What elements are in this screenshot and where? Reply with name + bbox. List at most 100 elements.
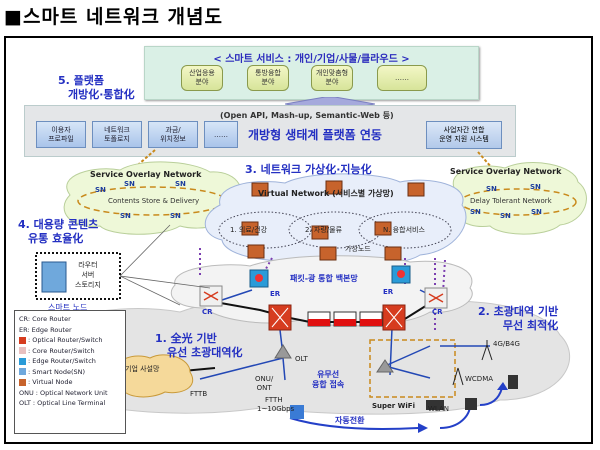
- backbone-label: 패킷-광 통합 백본망: [290, 274, 358, 283]
- 4g-label: 4G/B4G: [493, 340, 520, 348]
- er-label: ER: [270, 290, 281, 298]
- sn-badge: SN: [170, 212, 181, 220]
- sn-badge: SN: [124, 180, 135, 188]
- olt-icon: [274, 344, 292, 359]
- slice-label: N. 융합서비스: [383, 226, 425, 234]
- wlan-label: WLAN: [428, 405, 450, 413]
- phone-icon: [465, 398, 477, 410]
- optical-link-block: [307, 311, 383, 327]
- sn-badge: SN: [530, 183, 541, 191]
- overlay-right-title: Service Overlay Network: [450, 167, 562, 176]
- sn-badge: SN: [120, 212, 131, 220]
- smart-services-title: < 스마트 서비스 : 개인/기업/사물/클라우드 >: [213, 54, 410, 65]
- edge-router-icon: [391, 265, 411, 284]
- legend-item: : Edge Router/Switch: [19, 356, 121, 367]
- federation-support-system: 사업자간 연합 운영 지원 시스템: [426, 121, 502, 149]
- wireless-heading: 2. 초광대역 기반 무선 최적化: [478, 305, 558, 333]
- er-label: ER: [383, 288, 394, 296]
- smart-node-items: 라우터 서버 스토리지: [75, 261, 101, 289]
- legend-item: ONU : Optical Network Unit: [19, 388, 108, 397]
- platform-subtitle: (Open API, Mash-up, Semantic-Web 등): [220, 111, 394, 120]
- edge-router-icon: [19, 357, 26, 365]
- legend-item: : Core Router/Switch: [19, 346, 121, 357]
- wired-heading: 1. 全光 기반 유선 초광대역化: [155, 332, 243, 360]
- sn-badge: SN: [531, 208, 542, 216]
- cell-tower-icon: [452, 367, 464, 386]
- core-router-icon: [424, 287, 448, 309]
- cr-label: CR: [432, 308, 443, 316]
- ftth-label: FTTH: [265, 396, 283, 404]
- smart-node-icon: [19, 368, 26, 375]
- service-item: ……: [377, 65, 427, 91]
- olt-label: OLT: [295, 355, 308, 363]
- service-item: 산업응용 분야: [181, 65, 223, 91]
- service-item: 통방융합 분야: [247, 65, 289, 91]
- platform-heading-line1: 5. 플랫폼: [58, 74, 105, 87]
- legend-box: CR: Core Router ER: Edge Router : Optica…: [14, 310, 126, 434]
- cr-label: CR: [202, 308, 213, 316]
- legend-item: : Smart Node(SN): [19, 367, 121, 378]
- platform-main-label: 개방형 생태계 플랫폼 연동: [248, 128, 382, 142]
- core-router-icon: [199, 285, 223, 307]
- virtual-node-icons: [241, 180, 425, 261]
- page-title: ■스마트 네트워크 개념도: [4, 6, 223, 28]
- onu-label: ONU/ ONT: [255, 375, 274, 392]
- virtual-node-icon: [19, 378, 26, 386]
- slice-ring: [358, 211, 452, 249]
- slice-label: 2. 자량/물류: [305, 226, 343, 234]
- convergence-label: 유무선 융합 접속: [312, 370, 345, 389]
- content-distribution-heading: 4. 대용량 콘텐츠 유통 효율化: [18, 218, 98, 246]
- wired-heading-line1: 1. 全光 기반: [155, 332, 217, 345]
- optical-router-icon: [268, 304, 292, 331]
- sn-badge: SN: [500, 212, 511, 220]
- slice-label: 1. 의료/건강: [230, 226, 268, 234]
- more-modules: ……: [204, 121, 238, 148]
- optical-router-icon: [382, 304, 406, 331]
- link-arrow: [477, 151, 493, 169]
- sn-badge: SN: [470, 208, 481, 216]
- diagram-frame: [4, 36, 593, 444]
- legend-item: : Virtual Node: [19, 377, 121, 388]
- olt-icon: [376, 359, 394, 373]
- slice-ring: [218, 211, 312, 249]
- smart-node-caption: 스마트 노드: [48, 303, 88, 312]
- network-topology-module: 네트워크 토폴로지: [92, 121, 142, 148]
- virtual-network-title: Virtual Network (서비스별 가상망): [258, 189, 394, 198]
- platform-heading: 5. 플랫폼 개방化·통합化: [58, 74, 135, 102]
- sn-badge: SN: [486, 185, 497, 193]
- content-heading-line2: 유통 효율化: [28, 232, 84, 245]
- speed-label: 1~10Gbps: [257, 405, 295, 413]
- legend-text: : Smart Node(SN): [28, 367, 86, 376]
- overlay-left-title: Service Overlay Network: [90, 170, 202, 179]
- smart-node-icon: [41, 261, 67, 293]
- laptop-icon: [426, 400, 444, 410]
- user-profile-module: 이용자 프로파일: [36, 121, 86, 148]
- fttb-label: FTTB: [190, 390, 208, 398]
- legend-text: : Optical Router/Switch: [28, 336, 103, 344]
- sn-badge: SN: [175, 180, 186, 188]
- virtual-network-cloud: [204, 173, 467, 266]
- service-item: 개인맞춤형 분야: [311, 65, 353, 91]
- wireless-heading-line1: 2. 초광대역 기반: [478, 305, 559, 318]
- virtualization-heading: 3. 네트워크 가상化·지능化: [245, 163, 372, 176]
- cell-tower-icon: [481, 340, 493, 361]
- content-heading-line1: 4. 대용량 콘텐츠: [18, 218, 99, 231]
- smart-node-box: [35, 252, 121, 300]
- platform-heading-line2: 개방化·통합化: [68, 88, 135, 101]
- convergence-box: [369, 339, 456, 398]
- handover-label: 자동전환: [335, 416, 365, 425]
- tablet-icon: [508, 375, 518, 389]
- overlay-cloud-right: [451, 162, 587, 235]
- wired-heading-line2: 유선 초광대역化: [167, 346, 243, 359]
- overlay-left-inner: Contents Store & Delivery: [108, 197, 200, 205]
- overlay-right-inner: Delay Tolerant Network: [470, 197, 552, 205]
- smart-services-box: < 스마트 서비스 : 개인/기업/사물/클라우드 > 산업응용 분야 통방융합…: [144, 46, 479, 100]
- legend-text: : Virtual Node: [28, 378, 73, 386]
- user-terminal-icon: [290, 405, 304, 419]
- optical-router-icon: [19, 336, 26, 344]
- enterprise-network-label: 기업 사설망: [125, 365, 160, 373]
- legend-text: : Core Router/Switch: [28, 346, 95, 355]
- legend-item: ER: Edge Router: [19, 325, 72, 334]
- edge-router-icon: [249, 269, 269, 288]
